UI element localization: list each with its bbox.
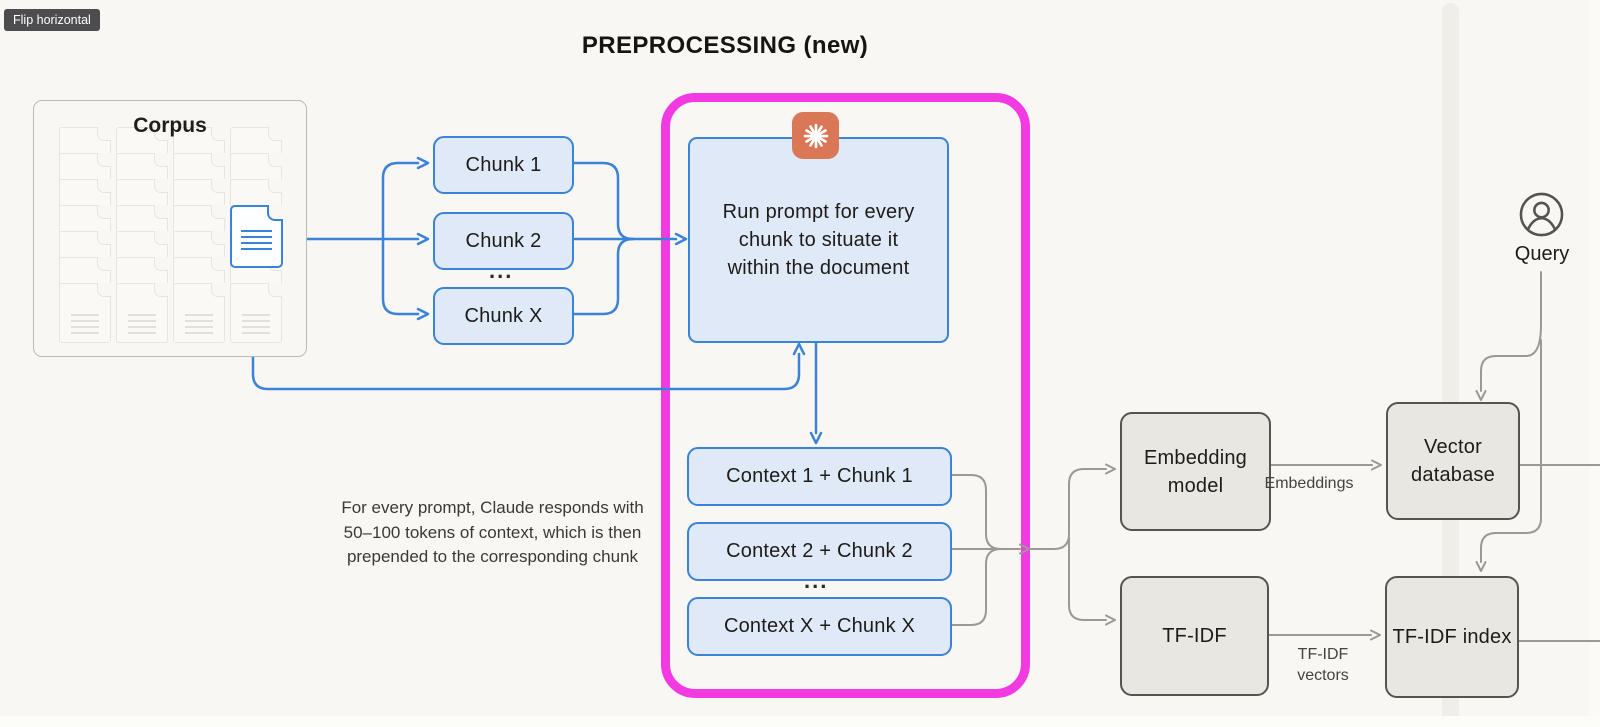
context-2-node: Context 2 + Chunk 2 <box>687 522 952 581</box>
wire-query-to-vdb <box>1475 271 1542 401</box>
context-1-node: Context 1 + Chunk 1 <box>687 447 952 506</box>
wire-chunk1-merge <box>568 161 635 241</box>
embedding-model-node: Embedding model <box>1120 412 1271 531</box>
background-right-edge <box>1589 0 1600 727</box>
wire-chunkX-merge <box>568 237 635 316</box>
background-bottom-edge <box>0 716 1600 727</box>
run-prompt-node: Run prompt for every chunk to situate it… <box>688 137 949 343</box>
document-page-icon <box>59 283 111 343</box>
query-label: Query <box>1514 243 1570 265</box>
corpus-group: Corpus <box>33 100 307 357</box>
contexts-ellipsis: ... <box>804 568 829 593</box>
corpus-label: Corpus <box>133 114 207 137</box>
wire-query-to-index <box>1475 339 1542 572</box>
wire-doc-to-chunkX <box>381 237 430 321</box>
highlight-frame <box>661 93 1030 698</box>
tfidf-index-node: TF-IDF index <box>1385 576 1519 698</box>
embeddings-line-label: Embeddings <box>1264 475 1354 492</box>
document-stack-icon <box>173 127 225 343</box>
chunk-2-node: Chunk 2 <box>433 212 574 270</box>
claude-note-text: For every prompt, Claude responds with 5… <box>341 498 644 566</box>
tfidf-vectors-line-label: TF-IDF vectors <box>1297 646 1349 684</box>
selected-document-icon <box>230 205 283 268</box>
document-page-icon <box>173 283 225 343</box>
document-text-lines <box>242 310 270 334</box>
document-page-icon <box>230 283 282 343</box>
flip-horizontal-tooltip: Flip horizontal <box>4 9 100 31</box>
document-stack-icon <box>116 127 168 343</box>
page-title: PREPROCESSING (new) <box>581 32 869 59</box>
user-query-icon <box>1518 191 1565 238</box>
claude-spark-icon <box>792 112 839 159</box>
wire-split-to-tfidf <box>1068 537 1116 626</box>
document-text-lines <box>185 310 213 334</box>
wire-doc-loop-to-claude <box>251 261 806 391</box>
wire-split-to-embedding <box>1029 463 1116 550</box>
wire-ctx1-merge <box>947 474 1002 550</box>
vector-database-node: Vector database <box>1386 402 1520 520</box>
chunks-ellipsis: ... <box>489 258 514 283</box>
wire-doc-to-chunk1 <box>381 156 430 241</box>
background-divider-band <box>1442 3 1459 727</box>
document-text-lines <box>241 226 272 250</box>
document-text-lines <box>128 310 156 334</box>
document-page-icon <box>116 283 168 343</box>
tfidf-node: TF-IDF <box>1120 576 1269 696</box>
chunk-x-node: Chunk X <box>433 287 574 345</box>
document-text-lines <box>71 310 99 334</box>
context-x-node: Context X + Chunk X <box>687 597 952 656</box>
document-stack-icon <box>59 127 111 343</box>
chunk-1-node: Chunk 1 <box>433 136 574 194</box>
wire-ctxX-merge <box>947 548 1002 626</box>
